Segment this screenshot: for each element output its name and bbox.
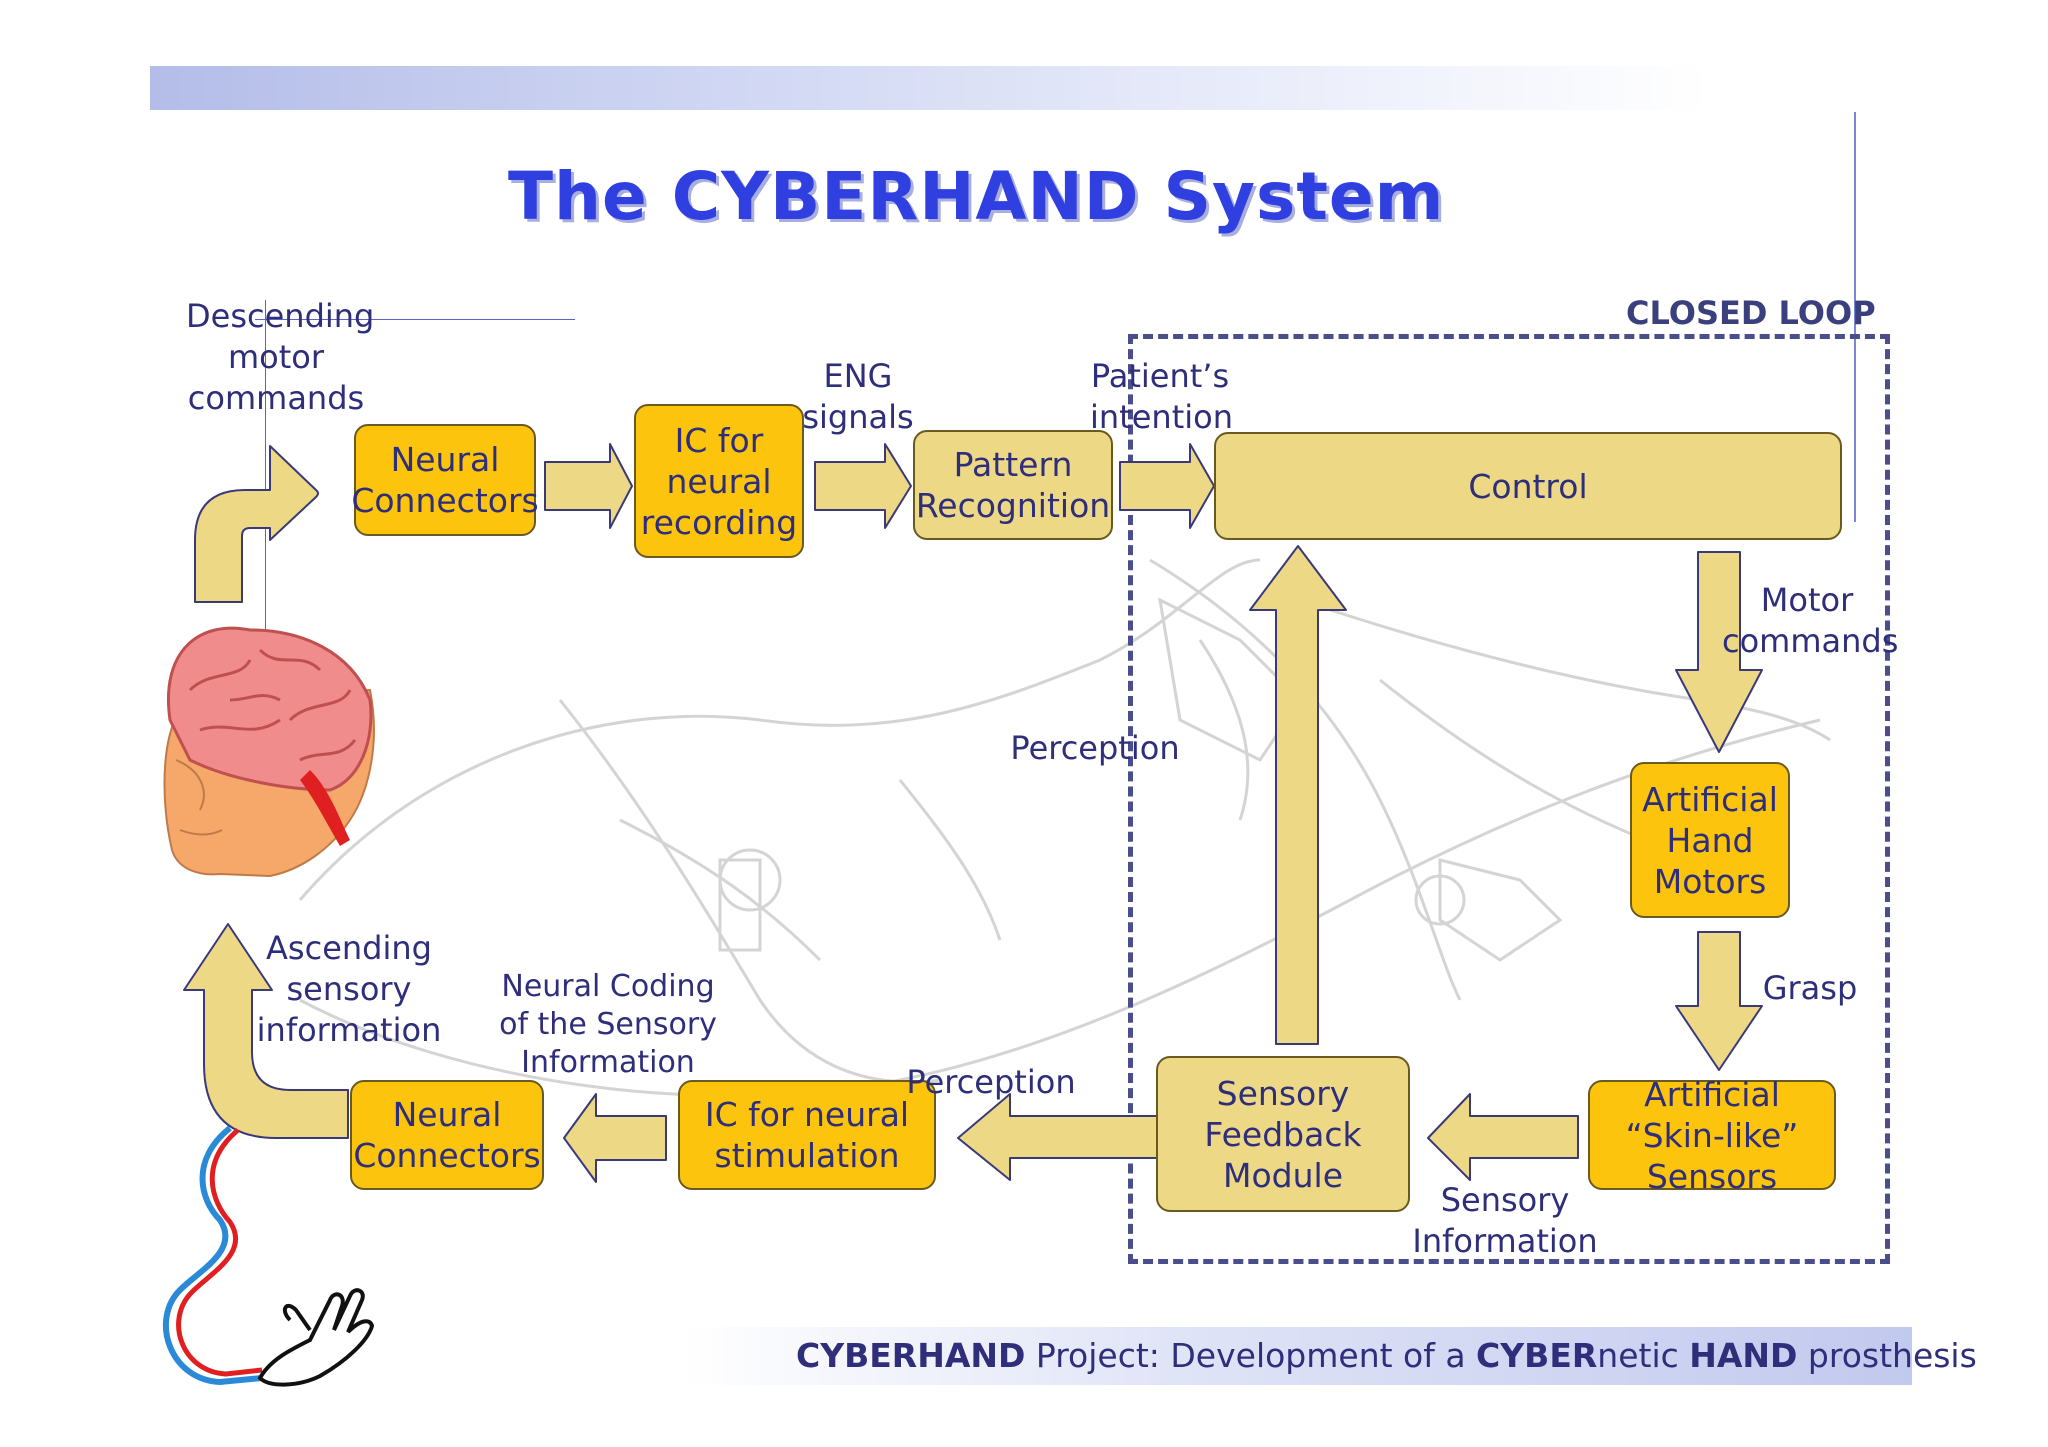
neural-coding-line2: of the Sensory — [499, 1007, 717, 1042]
top-gradient-band — [150, 66, 1710, 110]
arrow-ic-to-pattern — [814, 443, 912, 529]
descending-label: Descending motor commands — [186, 296, 375, 419]
descending-label-line1: Descending — [186, 297, 375, 335]
eng-signals-line2: signals — [802, 398, 914, 436]
footer-part4: netic — [1597, 1336, 1690, 1375]
footer-text: CYBERHAND Project: Development of a CYBE… — [796, 1336, 1977, 1375]
ascending-curved-arrow — [183, 923, 349, 1139]
descending-leader-line — [255, 319, 575, 320]
footer-part1: CYBERHAND — [796, 1336, 1026, 1375]
neural-connectors-bottom-box: Neural Connectors — [350, 1080, 544, 1190]
footer-part5: HAND — [1689, 1336, 1798, 1375]
perception-mid-label: Perception — [1010, 729, 1180, 767]
arrow-feedback-to-ic-stim — [957, 1093, 1159, 1181]
arrow-sensors-to-feedback — [1427, 1093, 1579, 1181]
sensory-information-line2: Information — [1412, 1222, 1598, 1260]
eng-signals-line1: ENG — [823, 357, 893, 395]
descending-label-line2: motor — [227, 338, 325, 376]
motor-commands-line2: commands — [1722, 622, 1899, 660]
artificial-hand-motors-box: Artificial Hand Motors — [1630, 762, 1790, 918]
ascending-label-line3: information — [256, 1011, 442, 1049]
closed-loop-label: CLOSED LOOP — [1626, 294, 1876, 332]
decorative-vertical-line — [1854, 112, 1856, 522]
descending-curved-arrow — [194, 445, 319, 603]
arrow-ic-stim-to-connectors — [563, 1093, 667, 1183]
motor-commands-label: Motor commands — [1722, 580, 1899, 662]
neural-coding-line1: Neural Coding — [501, 969, 715, 1004]
closed-loop-border — [1128, 334, 1890, 1264]
neural-connectors-top-box: Neural Connectors — [351, 424, 539, 536]
patient-intention-label: Patient’s intention — [1090, 356, 1233, 438]
skin-like-sensors-box: Artificial “Skin-like” Sensors — [1588, 1075, 1836, 1196]
neural-coding-label: Neural Coding of the Sensory Information — [498, 968, 718, 1082]
control-box: Control — [1214, 432, 1842, 540]
motor-commands-line1: Motor — [1760, 581, 1854, 619]
sensory-information-line1: Sensory — [1440, 1181, 1570, 1219]
ascending-label-line1: Ascending — [266, 929, 432, 967]
sensory-feedback-module-box: Sensory Feedback Module — [1156, 1056, 1410, 1212]
arrow-control-to-motors — [1675, 551, 1763, 753]
ascending-label: Ascending sensory information — [256, 928, 442, 1051]
ic-neural-recording-box: IC for neural recording — [634, 404, 804, 558]
footer-part3: CYBER — [1476, 1336, 1598, 1375]
descending-label-line3: commands — [187, 379, 365, 417]
descending-vertical-line — [265, 300, 266, 630]
arrow-connectors-to-ic — [544, 443, 633, 529]
page-title: The CYBERHAND System — [508, 158, 1445, 235]
sensory-information-label: Sensory Information — [1410, 1180, 1600, 1262]
pattern-recognition-box: Pattern Recognition — [913, 430, 1113, 540]
ascending-label-line2: sensory — [286, 970, 412, 1008]
arrow-feedback-to-control — [1249, 545, 1347, 1045]
patient-intention-line2: intention — [1090, 398, 1233, 436]
footer-part6: prosthesis — [1797, 1336, 1977, 1375]
ic-neural-stimulation-box: IC for neural stimulation — [678, 1080, 936, 1190]
footer-part2: Project: Development of a — [1025, 1336, 1477, 1375]
arrow-pattern-to-control — [1119, 443, 1215, 529]
bottom-gradient-band — [680, 1327, 1912, 1385]
neural-coding-line3: Information — [521, 1045, 695, 1080]
eng-signals-label: ENG signals — [798, 356, 918, 438]
patient-intention-line1: Patient’s — [1090, 357, 1230, 395]
arrow-motors-to-sensors — [1675, 931, 1763, 1071]
perception-low-label: Perception — [906, 1063, 1076, 1101]
grasp-label: Grasp — [1762, 969, 1858, 1007]
